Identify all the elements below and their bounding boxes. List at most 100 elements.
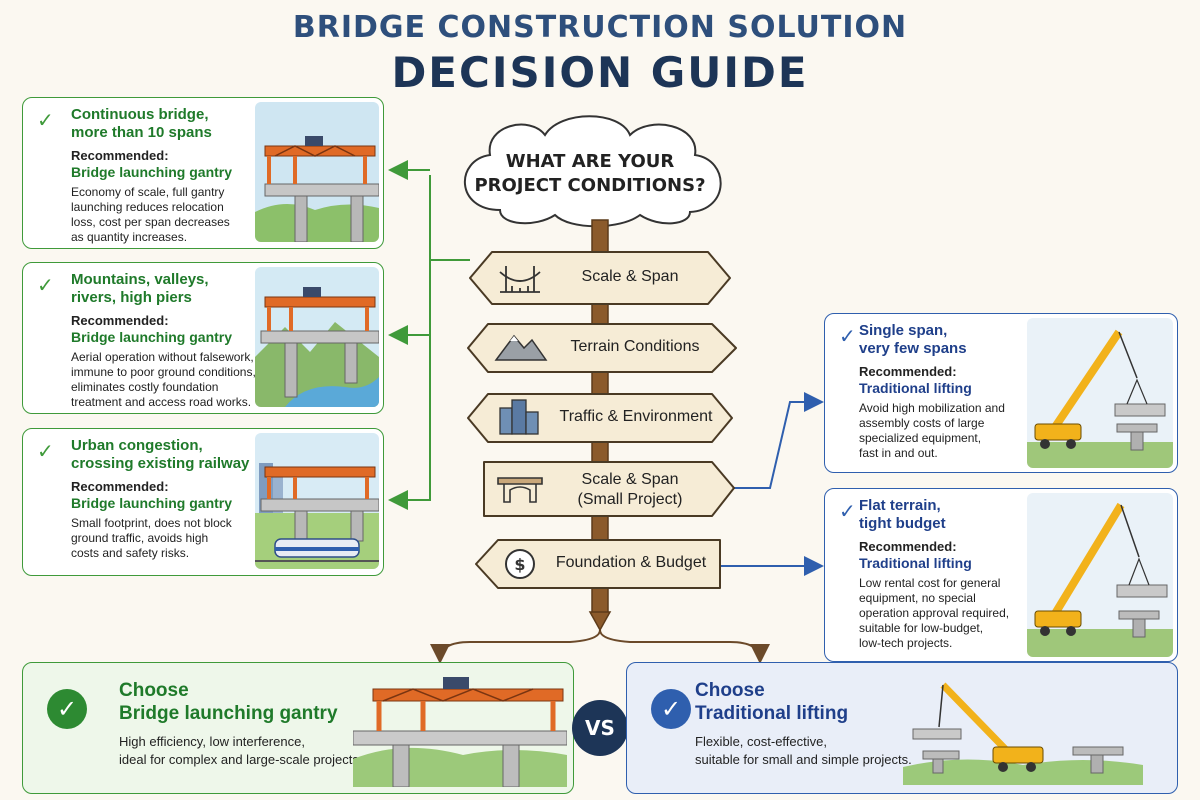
card-heading-line-1: Continuous bridge, [71, 106, 209, 123]
desc-line: Aerial operation without falsework, [71, 350, 254, 364]
mountain-icon [494, 334, 548, 361]
card-description: Economy of scale, full gantry launching … [23, 185, 263, 245]
dollar-coin-icon: $ [505, 549, 535, 579]
check-circle-icon: ✓ [651, 689, 691, 729]
card-text: Urban congestion, crossing existing rail… [23, 437, 263, 561]
card-heading-line-1: Mountains, valleys, [71, 271, 209, 288]
check-icon: ✓ [37, 108, 54, 132]
conclusion-title-line-2: Bridge launching gantry [119, 703, 338, 724]
check-icon: ✓ [839, 499, 856, 523]
recommended-label: Recommended: [71, 148, 169, 163]
conclusion-title-line-2: Traditional lifting [695, 703, 849, 724]
desc-line: ground traffic, avoids high [71, 531, 209, 545]
conclusion-title-line-1: Choose [695, 680, 765, 701]
page-title: BRIDGE CONSTRUCTION SOLUTION DECISION GU… [0, 8, 1200, 98]
desc-line: as quantity increases. [71, 230, 188, 244]
card-description: Small footprint, does not block ground t… [23, 516, 263, 561]
gantry-over-railway-illustration [255, 433, 379, 569]
blue-connectors [720, 392, 824, 576]
sign-label-small-project: Scale & Span (Small Project) [548, 470, 712, 510]
bottom-connectors [430, 629, 770, 664]
gantry-on-viaduct-illustration [255, 102, 379, 242]
card-heading-line-2: crossing existing railway [71, 455, 250, 472]
card-single-span: ✓ Single span, very few spans Recommende… [824, 313, 1178, 473]
title-line-1: BRIDGE CONSTRUCTION SOLUTION [292, 10, 908, 45]
desc-line: loss, cost per span decreases [71, 215, 230, 229]
small-bridge-icon [497, 477, 543, 503]
recommended-label: Recommended: [71, 479, 169, 494]
sign-label-scale-span: Scale & Span [581, 268, 679, 285]
conclusion-lifting: ✓ Choose Traditional lifting Flexible, c… [626, 662, 1178, 794]
conclusion-title: Choose Bridge launching gantry [119, 679, 338, 725]
card-continuous-bridge: ✓ Continuous bridge, more than 10 spans … [22, 97, 384, 249]
desc-line: immune to poor ground conditions, [71, 365, 256, 379]
card-heading-line-2: tight budget [859, 515, 946, 532]
desc-line: launching reduces relocation [71, 200, 224, 214]
card-text: Flat terrain, tight budget Recommended: … [829, 497, 1009, 651]
question-text: WHAT ARE YOUR PROJECT CONDITIONS? [470, 150, 710, 198]
card-text: Single span, very few spans Recommended:… [829, 322, 1005, 461]
card-heading-line-1: Flat terrain, [859, 497, 941, 514]
conclusion-description: Flexible, cost-effective, suitable for s… [695, 733, 912, 769]
conclusion-title-line-1: Choose [119, 680, 189, 701]
conclusion-title: Choose Traditional lifting [695, 679, 848, 725]
conclusion-desc-line-2: suitable for small and simple projects. [695, 752, 912, 767]
suspension-bridge-icon [499, 266, 541, 293]
recommended-title: Traditional lifting [859, 555, 972, 571]
card-text: Mountains, valleys, rivers, high piers R… [23, 271, 263, 410]
desc-line: costs and safety risks. [71, 546, 190, 560]
recommended-title: Bridge launching gantry [71, 164, 233, 180]
card-description: Low rental cost for general equipment, n… [829, 576, 1009, 651]
sign-label-small-project-line-2: (Small Project) [577, 491, 683, 508]
desc-line: equipment, no special [859, 591, 976, 605]
sign-label-traffic: Traffic & Environment [559, 408, 713, 425]
desc-line: treatment and access road works. [71, 395, 252, 409]
sign-label-terrain: Terrain Conditions [570, 338, 700, 355]
recommended-label: Recommended: [71, 313, 169, 328]
question-line-2: PROJECT CONDITIONS? [474, 175, 706, 196]
desc-line: Small footprint, does not block [71, 516, 232, 530]
buildings-icon [499, 399, 539, 435]
card-heading-line-2: more than 10 spans [71, 124, 212, 141]
desc-line: fast in and out. [859, 446, 938, 460]
recommended-title: Bridge launching gantry [71, 495, 233, 511]
desc-line: low-tech projects. [859, 636, 953, 650]
card-mountains-valleys: ✓ Mountains, valleys, rivers, high piers… [22, 262, 384, 414]
card-urban-congestion: ✓ Urban congestion, crossing existing ra… [22, 428, 384, 576]
desc-line: eliminates costly foundation [71, 380, 219, 394]
conclusion-desc-line-2: ideal for complex and large-scale projec… [119, 752, 363, 767]
conclusion-description: High efficiency, low interference, ideal… [119, 733, 363, 769]
recommended-title: Bridge launching gantry [71, 329, 233, 345]
desc-line: Economy of scale, full gantry [71, 185, 225, 199]
desc-line: assembly costs of large [859, 416, 985, 430]
sign-label-foundation-budget: Foundation & Budget [555, 554, 707, 571]
card-description: Avoid high mobilization and assembly cos… [829, 401, 1005, 461]
crane-flat-terrain-illustration [1027, 493, 1173, 657]
card-heading-line-1: Single span, [859, 322, 948, 339]
recommended-label: Recommended: [859, 539, 957, 554]
desc-line: specialized equipment, [859, 431, 982, 445]
conclusion-gantry: ✓ Choose Bridge launching gantry High ef… [22, 662, 574, 794]
signpost-pole-tip [588, 611, 612, 632]
check-icon: ✓ [37, 439, 54, 463]
versus-badge: VS [572, 700, 628, 756]
crane-small-project-illustration [903, 682, 1143, 785]
conclusion-desc-line-1: High efficiency, low interference, [119, 734, 305, 749]
gantry-viaduct-illustration [353, 677, 567, 787]
sign-label-small-project-line-1: Scale & Span [581, 471, 679, 488]
recommended-label: Recommended: [859, 364, 957, 379]
check-circle-icon: ✓ [47, 689, 87, 729]
card-flat-terrain: ✓ Flat terrain, tight budget Recommended… [824, 488, 1178, 662]
gantry-over-river-illustration [255, 267, 379, 407]
card-heading-line-1: Urban congestion, [71, 437, 203, 454]
desc-line: Low rental cost for general [859, 576, 1001, 590]
desc-line: Avoid high mobilization and [859, 401, 1005, 415]
svg-text:$: $ [514, 555, 525, 574]
question-line-1: WHAT ARE YOUR [505, 151, 675, 172]
card-text: Continuous bridge, more than 10 spans Re… [23, 106, 263, 245]
card-description: Aerial operation without falsework, immu… [23, 350, 263, 410]
check-icon: ✓ [839, 324, 856, 348]
card-heading-line-2: very few spans [859, 340, 967, 357]
card-heading-line-2: rivers, high piers [71, 289, 192, 306]
